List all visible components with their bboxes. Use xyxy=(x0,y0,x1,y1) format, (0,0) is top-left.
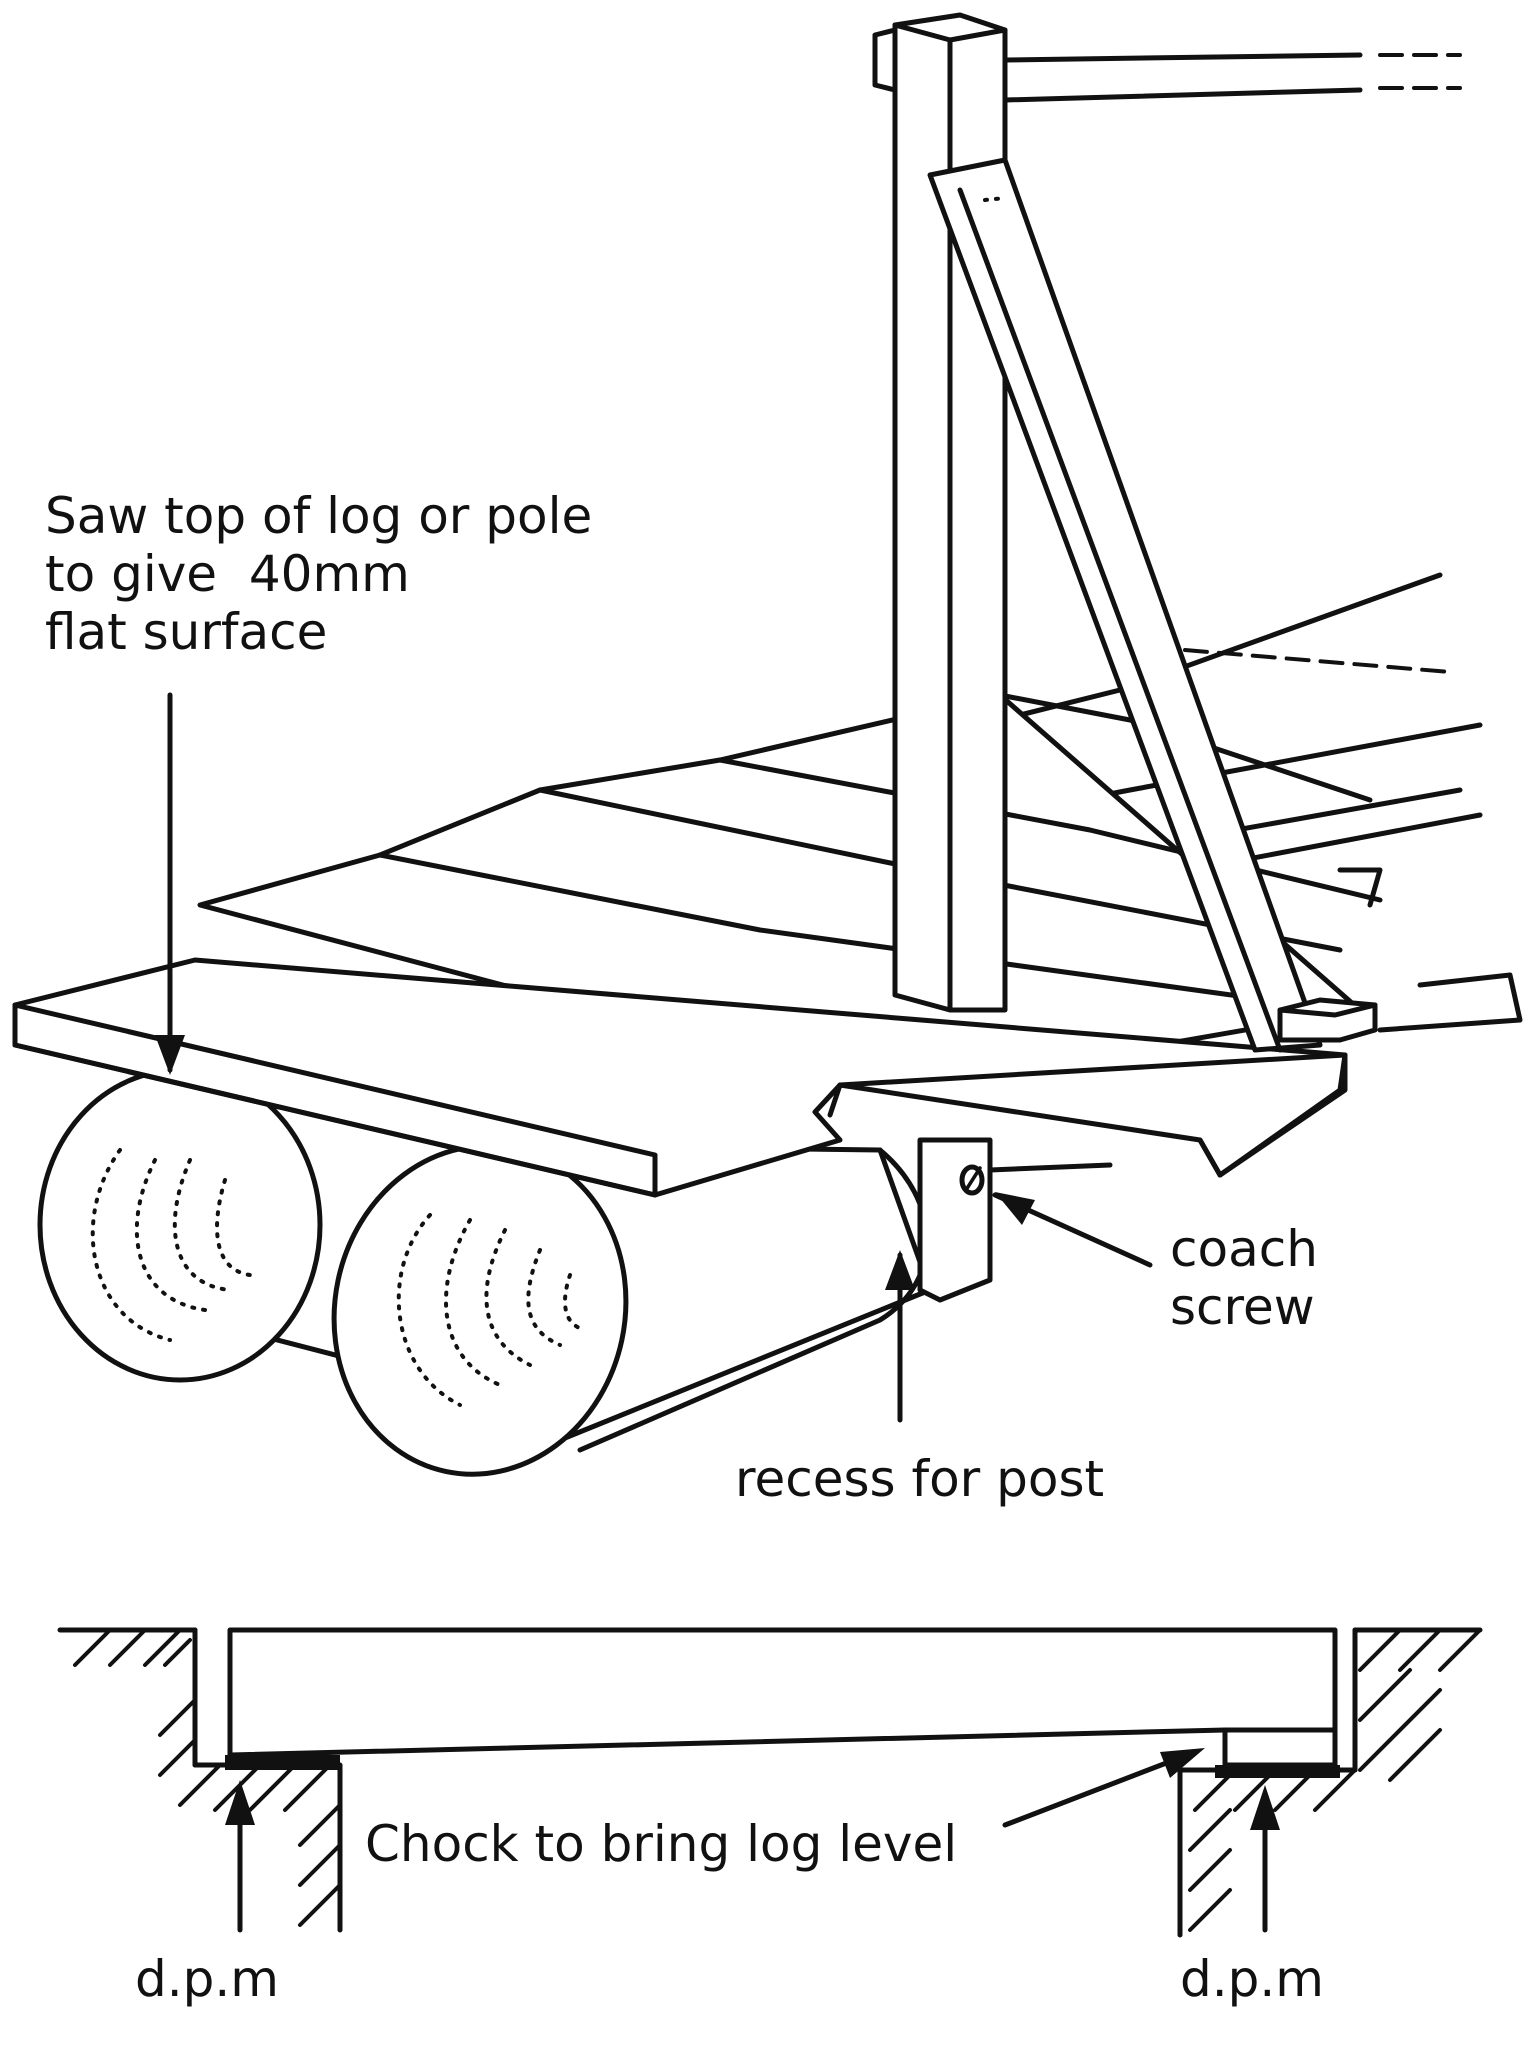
post-recess xyxy=(917,1137,1113,1303)
leader-arrows-upper xyxy=(155,692,1153,1423)
arrowhead-coach-screw xyxy=(995,1192,1035,1225)
label-recess-for-post: recess for post xyxy=(735,1450,1105,1508)
coach-screw xyxy=(959,1164,985,1196)
label-chock: Chock to bring log level xyxy=(365,1815,958,1873)
isometric-view xyxy=(12,12,1523,1477)
diagonal-brace xyxy=(927,157,1378,1053)
log-section xyxy=(227,1627,1338,1758)
arrowhead-dpm-left xyxy=(225,1780,255,1825)
label-dpm-left: d.p.m xyxy=(135,1950,279,2008)
front-deck-board xyxy=(12,957,1348,1198)
section-view xyxy=(57,1627,1483,1938)
dpm-strip-right xyxy=(1215,1765,1340,1778)
arrowhead-recess xyxy=(885,1250,915,1290)
arrowhead-saw-top xyxy=(155,1035,185,1075)
label-dpm-right: d.p.m xyxy=(1180,1950,1324,2008)
arrowhead-chock xyxy=(1160,1748,1205,1778)
label-coach-screw: coach screw xyxy=(1170,1220,1318,1336)
arrow-chock xyxy=(1002,1749,1198,1828)
arrowhead-dpm-right xyxy=(1250,1785,1280,1830)
label-saw-top: Saw top of log or pole to give 40mm flat… xyxy=(45,487,593,661)
dpm-strip-left xyxy=(225,1755,340,1770)
chock xyxy=(1222,1727,1338,1768)
